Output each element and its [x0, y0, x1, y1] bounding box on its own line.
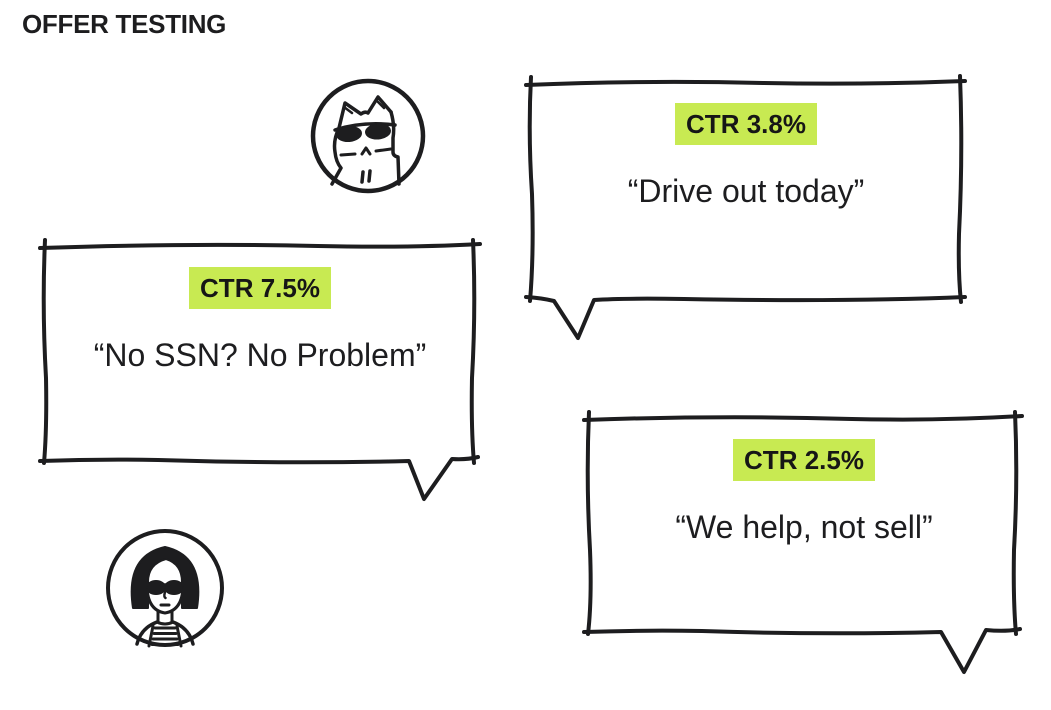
bubble-tail-path: [38, 455, 480, 501]
speech-bubble-outline: [582, 410, 1024, 674]
page-title: OFFER TESTING: [22, 9, 227, 39]
woman-avatar-icon: [106, 529, 224, 648]
bubble-border-path: [41, 238, 49, 465]
speech-bubble-no-ssn-no-problem: CTR 7.5% “No SSN? No Problem”: [38, 238, 482, 375]
bubble-border-path: [469, 238, 477, 465]
offer-quote: “No SSN? No Problem”: [93, 337, 427, 373]
bubble-border-path: [38, 242, 482, 250]
bubble-border-path: [956, 74, 964, 304]
bubble-border-path: [582, 414, 1024, 422]
ctr-badge: CTR 2.5%: [733, 439, 875, 481]
bubble-border-path: [585, 410, 593, 636]
speech-bubble-drive-out-today: CTR 3.8% “Drive out today”: [524, 74, 968, 211]
ctr-badge: CTR 7.5%: [189, 267, 331, 309]
bubble-tail-path: [582, 627, 1022, 674]
bubble-border-path: [527, 75, 535, 303]
bubble-border-path: [524, 79, 967, 87]
offer-quote: “Drive out today”: [627, 173, 865, 209]
ctr-badge: CTR 3.8%: [675, 103, 817, 145]
bubble-border-path: [1011, 410, 1019, 636]
speech-bubble-outline: [38, 238, 482, 501]
speech-bubble-we-help-not-sell: CTR 2.5% “We help, not sell”: [582, 410, 1026, 547]
offer-quote: “We help, not sell”: [675, 509, 933, 545]
speech-bubble-outline: [524, 74, 967, 340]
bubble-tail-path: [524, 295, 967, 340]
cat-avatar-icon: [310, 78, 426, 194]
